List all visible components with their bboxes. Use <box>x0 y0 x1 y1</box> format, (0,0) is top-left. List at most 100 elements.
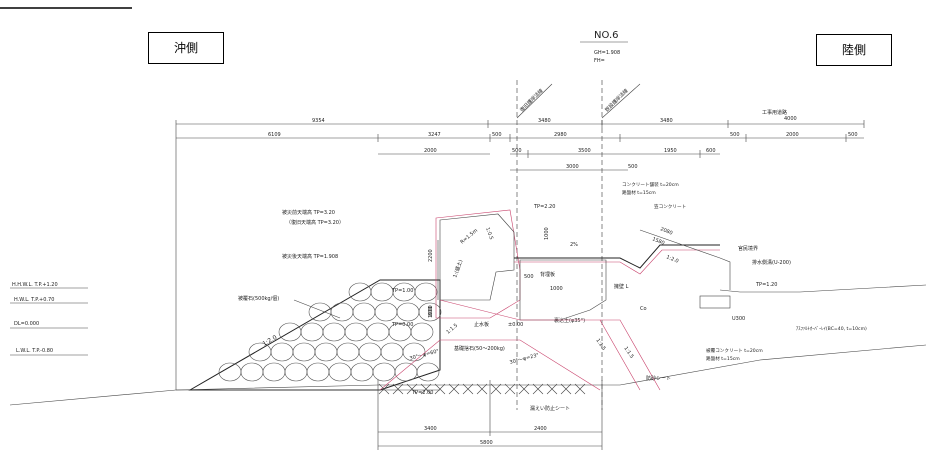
tp-000: TP=0.00 <box>391 322 413 328</box>
dim-5800: 5800 <box>480 440 493 446</box>
dim-9354: 9354 <box>312 118 325 124</box>
dim-3000: 3000 <box>566 164 579 170</box>
rubble-cross <box>532 383 544 395</box>
armor-stone <box>396 302 420 322</box>
dim-1950: 1950 <box>664 148 677 154</box>
existing-revetment-label: 既設護岸法線 <box>603 87 629 113</box>
seabed-line <box>9 344 926 406</box>
fill-stone-label: 裏込土(φ35°) <box>554 317 585 324</box>
dimension-row-3 <box>378 150 720 158</box>
dimension-row-1 <box>175 120 865 390</box>
tp-120: TP=1.20 <box>755 282 777 288</box>
retaining-label: 擁壁 L <box>614 283 629 290</box>
rubble-cross <box>546 383 558 395</box>
gh-text: GH=1.908 <box>594 50 620 56</box>
dim-3400: 3400 <box>424 426 437 432</box>
parapet-body <box>439 213 515 301</box>
parapet-red-outline <box>435 209 521 319</box>
bottom-dimensions <box>377 380 603 450</box>
armor-stone <box>262 362 286 382</box>
crown-after: 被災後天端高 TP=1.908 <box>282 253 338 260</box>
dim-500d: 500 <box>512 148 522 154</box>
dim-500a: 500 <box>492 132 502 138</box>
hhwl: H.H.W.L. T.P.+1.20 <box>12 282 58 288</box>
armor-stone <box>374 302 398 322</box>
dim-6109: 6109 <box>268 132 281 138</box>
fill-soil-label: 1:(盛土) <box>451 259 464 279</box>
tp-200: TP=2.00 <box>411 390 433 396</box>
ratio-15c: 1:1.5 <box>445 323 459 336</box>
foundation-crosses <box>378 383 586 395</box>
radius-label: R=1.5m <box>459 228 479 246</box>
armor-stone <box>414 282 438 302</box>
water-levels <box>10 287 88 356</box>
dim-500c: 500 <box>848 132 858 138</box>
armor-stone <box>380 342 404 362</box>
dim-1580: 1580 <box>651 236 665 246</box>
armor-stone <box>240 362 264 382</box>
boundary-label: 官民境界 <box>738 245 758 252</box>
dim-600: 600 <box>706 148 716 154</box>
dim-3247: 3247 <box>428 132 441 138</box>
section-number: NO.6 <box>594 30 619 41</box>
armor-stone <box>336 342 360 362</box>
backfill-label: 背埋板 <box>540 271 555 278</box>
armor-stone <box>402 342 426 362</box>
road-surface <box>514 244 720 269</box>
armor-stone <box>270 342 294 362</box>
leader-restored <box>516 83 553 119</box>
armor-stone <box>308 302 332 322</box>
slope-05: 1:0.5 <box>484 227 494 241</box>
construction-road-label: 工事用道路 <box>762 109 787 116</box>
dim-2200: 2200 <box>428 249 434 262</box>
armor-stone <box>410 322 434 342</box>
rubble-cross <box>574 383 586 395</box>
leak-sheet-label: 漏えい防止シート <box>530 405 570 412</box>
landside-label-box: 陸側 <box>816 34 892 66</box>
conc-pave-note: コンクリート舗装 t=20cm <box>622 181 679 188</box>
crown-before: 被災前天端高 TP=3.20 <box>282 209 335 216</box>
parapet-note: 笠コンクリート <box>654 203 686 210</box>
rubble-cross <box>518 383 530 395</box>
u300-box <box>699 295 731 309</box>
dim-4000: 4000 <box>784 116 797 122</box>
armor-stone <box>314 342 338 362</box>
dim-1000v: 1000 <box>428 305 434 318</box>
armor-stone <box>416 362 440 382</box>
dim-2000b: 2000 <box>424 148 437 154</box>
fh-text: FH= <box>594 58 605 64</box>
dim-2400: 2400 <box>534 426 547 432</box>
armor-stone <box>350 362 374 382</box>
armor-stone <box>218 362 242 382</box>
rubble-cross <box>490 383 502 395</box>
armor-stone <box>394 362 418 382</box>
dim-500b: 500 <box>730 132 740 138</box>
rubble-cross <box>560 383 572 395</box>
dim-1000-v2: 1000 <box>544 227 550 240</box>
overlay-label: ｱｽﾌｧﾙﾄｵｰﾊﾞｰﾚｲ(BC=40, t=10cm) <box>796 325 867 332</box>
rubble-cross <box>462 383 474 395</box>
tp-100: TP=1.00 <box>391 288 413 294</box>
base-stone-label: 基礎捨石(50～200kg) <box>454 345 505 352</box>
armor-stone <box>372 362 396 382</box>
armor-stone <box>352 302 376 322</box>
hwl: H.W.L. T.P.+0.70 <box>14 297 54 303</box>
pm-000: ±0.00 <box>508 322 523 328</box>
armor-stone-label: 被覆石(500kg/個) <box>238 295 279 302</box>
dim-3480a: 3480 <box>538 118 551 124</box>
wall-body <box>519 259 607 321</box>
ratio-15a: 1:1.5 <box>594 338 606 352</box>
armor-stones <box>218 282 442 382</box>
dim-2980: 2980 <box>554 132 567 138</box>
foundation-red-line <box>379 339 601 391</box>
armor-stone <box>330 302 354 322</box>
ratio-20-land: 1:2.0 <box>665 254 679 264</box>
inner-red-line <box>439 299 661 391</box>
drain-label: 排水側溝(U-200) <box>752 259 791 266</box>
landside-label: 陸側 <box>841 43 866 57</box>
leader-existing <box>601 83 641 119</box>
offshore-label-box: 沖側 <box>148 32 224 64</box>
restored-revetment-label: 復旧護岸法線 <box>518 87 544 113</box>
